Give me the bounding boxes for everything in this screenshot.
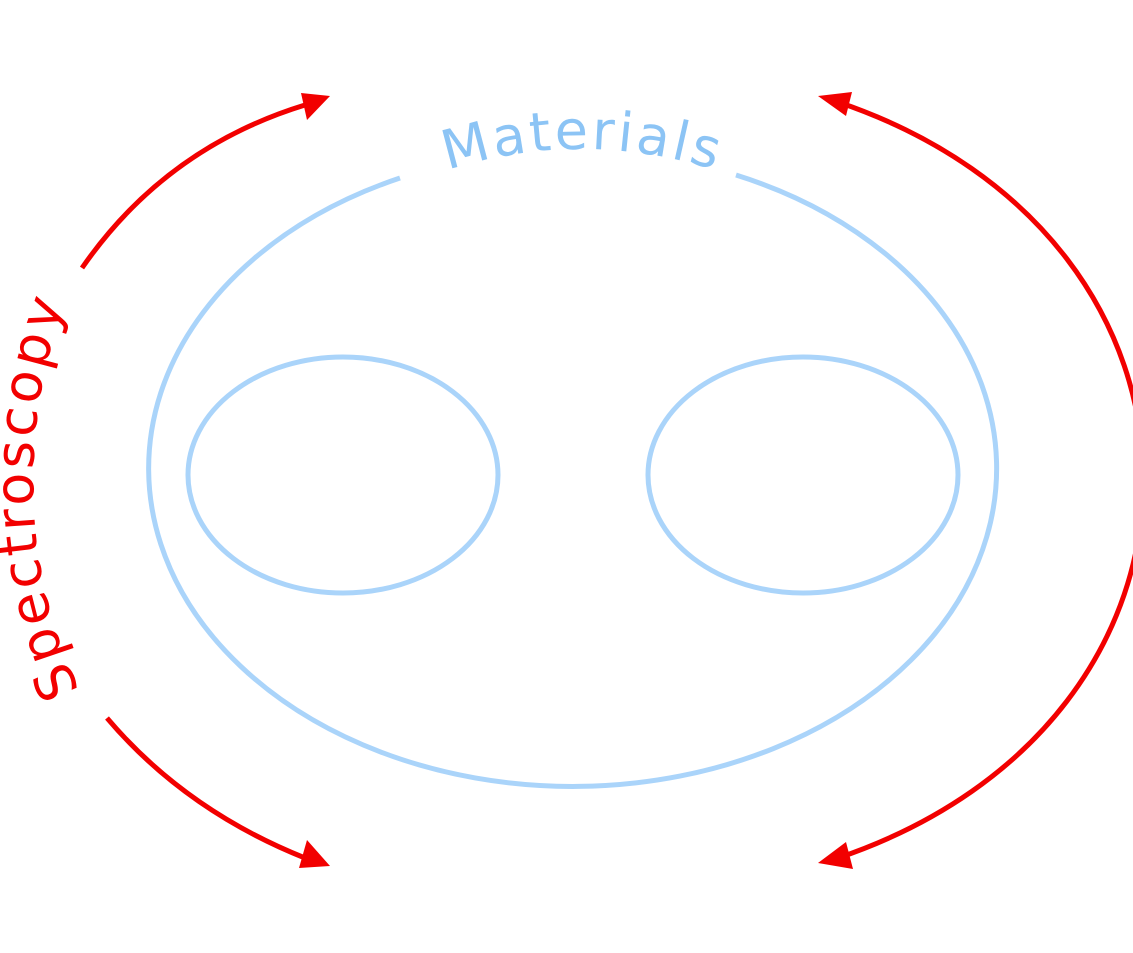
- inner-ellipse-left: [185, 354, 501, 596]
- right-double-arrow: [818, 92, 1133, 869]
- left-upper-arc: [79, 102, 306, 270]
- left-upper-arrow: [79, 93, 330, 270]
- right-arc: [837, 99, 1133, 861]
- arrowhead-icon: [301, 93, 330, 120]
- arrowhead-icon: [299, 840, 330, 868]
- arrowhead-icon: [818, 842, 853, 869]
- left-lower-arc: [105, 716, 306, 861]
- arrowhead-icon: [818, 92, 852, 116]
- spectroscopy-label: Spectroscopy: [0, 285, 92, 711]
- materials-label-path: Materials: [435, 99, 729, 183]
- inner-ellipse-right: [645, 354, 961, 596]
- materials-label: Materials: [435, 99, 732, 183]
- spectroscopy-label-path: Spectroscopy: [0, 285, 89, 711]
- outer-materials-ellipse: [146, 172, 1000, 789]
- left-lower-arrow: [105, 716, 330, 868]
